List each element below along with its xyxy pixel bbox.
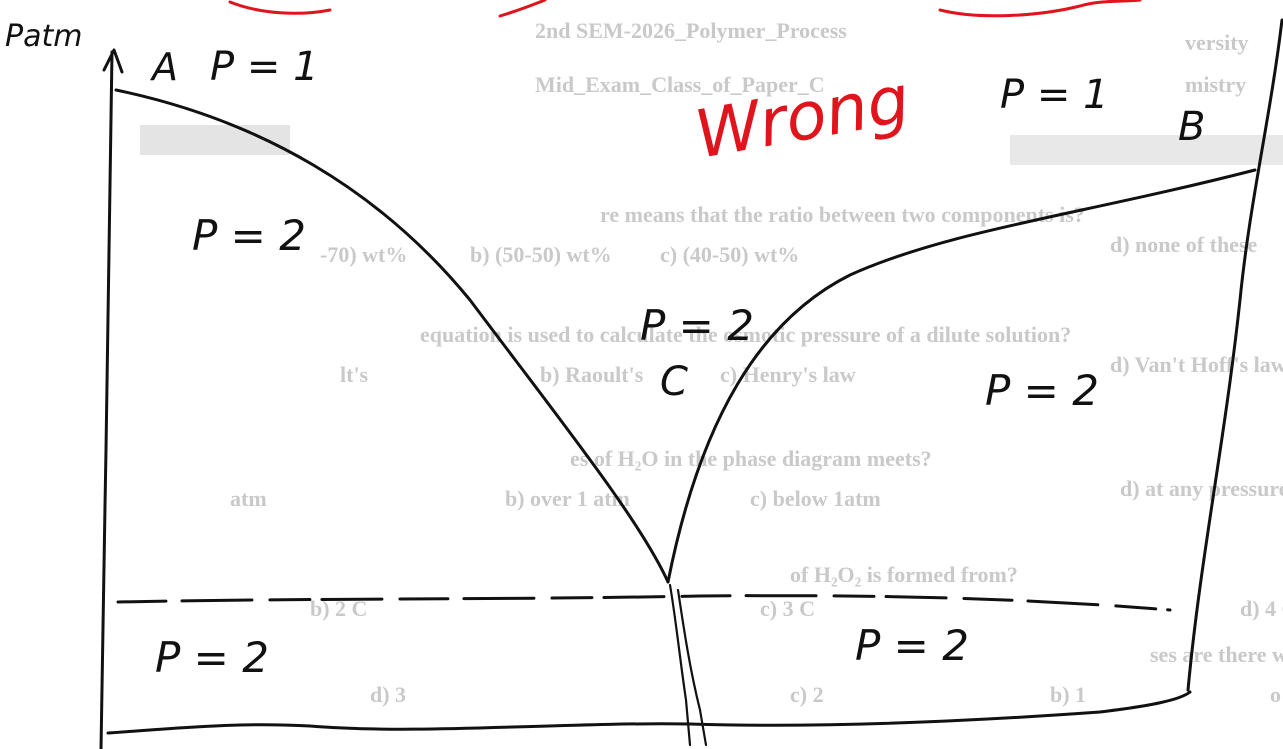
point-b-label: B — [1178, 104, 1205, 150]
ghost-line-14: c) below 1atm — [750, 486, 881, 511]
right-frame-line — [1186, 18, 1283, 692]
curve-b-to-c — [666, 168, 1257, 584]
ghost-line-12: atm — [230, 486, 267, 511]
ghost-line-18: c) 3 C — [760, 596, 815, 621]
ghost-header-1: 2nd SEM-2026_Polymer_Process — [535, 18, 847, 43]
ghost-line-7: lt's — [340, 362, 369, 387]
ghost-line-10: d) Van't Hoff's law — [1110, 352, 1283, 377]
region-top-left-label: P = 1 — [210, 44, 319, 90]
ghost-line-15: d) at any pressure — [1120, 476, 1283, 501]
ghost-header-left-2: mistry — [1185, 72, 1246, 97]
ghost-line-21: o — [1270, 682, 1281, 707]
ghost-line-19: d) 4 C — [1240, 596, 1283, 621]
ghost-line-4: c) (40-50) wt% — [660, 242, 799, 267]
point-a-label: A — [149, 45, 178, 89]
red-scribble-top-left — [228, 0, 332, 15]
ghost-line-6: equation is used to calculate the osmoti… — [420, 322, 1071, 347]
point-c-label: C — [660, 359, 688, 405]
ghost-line-22: b) 1 — [1050, 682, 1086, 707]
ghost-line-11: es of H₂O in the phase diagram meets? — [570, 446, 932, 471]
region-right-label: P = 2 — [985, 366, 1099, 415]
region-center-label: P = 2 — [640, 301, 754, 350]
region-top-right-label: P = 1 — [1000, 72, 1109, 118]
ghost-line-2: -70) wt% — [320, 242, 407, 267]
curve-a-to-c — [114, 88, 670, 584]
ghost-line-24: d) 3 — [370, 682, 406, 707]
region-bottom-right-label: P = 2 — [855, 621, 969, 670]
vertical-line-from-c — [668, 583, 692, 747]
ghost-line-23: c) 2 — [790, 682, 824, 707]
ghost-line-8: b) Raoult's — [540, 362, 644, 387]
red-scribble-top-right — [938, 0, 1142, 18]
left-axis-line — [99, 50, 114, 749]
red-scribble-top-mid — [498, 0, 547, 18]
ghost-header-left-1: versity — [1185, 30, 1249, 55]
bleed-through-text: 2nd SEM-2026_Polymer_Process Mid_Exam_Cl… — [140, 18, 1283, 707]
labels: Patm A B C P = 1 P = 1 P = 2 P = 2 P = 2… — [5, 19, 1205, 682]
bottom-frame-line — [106, 690, 1192, 735]
vertical-line-from-c-2 — [676, 588, 708, 747]
region-bottom-left-label: P = 2 — [155, 633, 269, 682]
ghost-line-5: d) none of these — [1110, 232, 1258, 257]
ghost-line-9: c) Henry's law — [720, 362, 856, 387]
ghost-line-13: b) over 1 atm — [505, 486, 630, 511]
pressure-axis-label: Patm — [5, 19, 82, 54]
ghost-header-2: Mid_Exam_Class_of_Paper_C — [535, 72, 825, 97]
ghost-box-2 — [1010, 135, 1283, 165]
ghost-line-1: re means that the ratio between two comp… — [600, 202, 1085, 227]
dashed-atm-line — [116, 594, 1172, 612]
region-left-label: P = 2 — [192, 211, 306, 260]
diagram-lines — [99, 18, 1283, 749]
ghost-line-3: b) (50-50) wt% — [470, 242, 612, 267]
axis-arrow — [102, 48, 124, 74]
ghost-line-20: ses are there when the number of variant… — [1150, 642, 1283, 667]
ghost-line-16: of H₂O₂ is formed from? — [790, 562, 1018, 587]
